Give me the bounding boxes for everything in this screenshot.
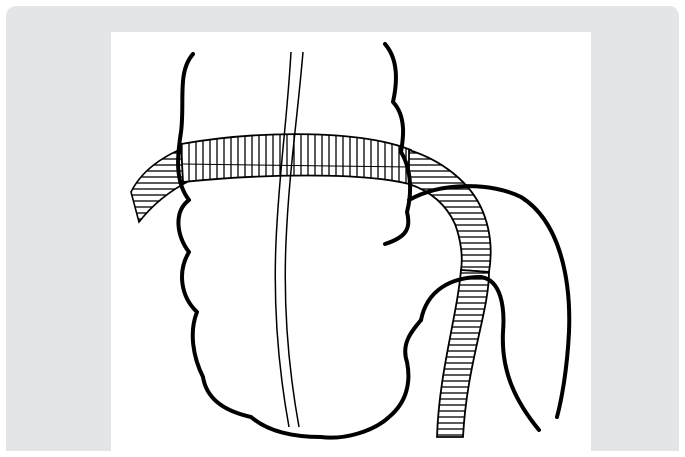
catheter-line-right <box>285 52 303 427</box>
upper-band <box>181 134 411 184</box>
figure-panel <box>111 32 591 457</box>
right-band-loop <box>409 150 491 272</box>
anatomical-diagram <box>111 32 591 457</box>
catheter-line-left <box>275 52 291 427</box>
outer-loop <box>409 186 569 417</box>
figure-frame <box>6 6 679 451</box>
descending-tube <box>437 270 489 437</box>
